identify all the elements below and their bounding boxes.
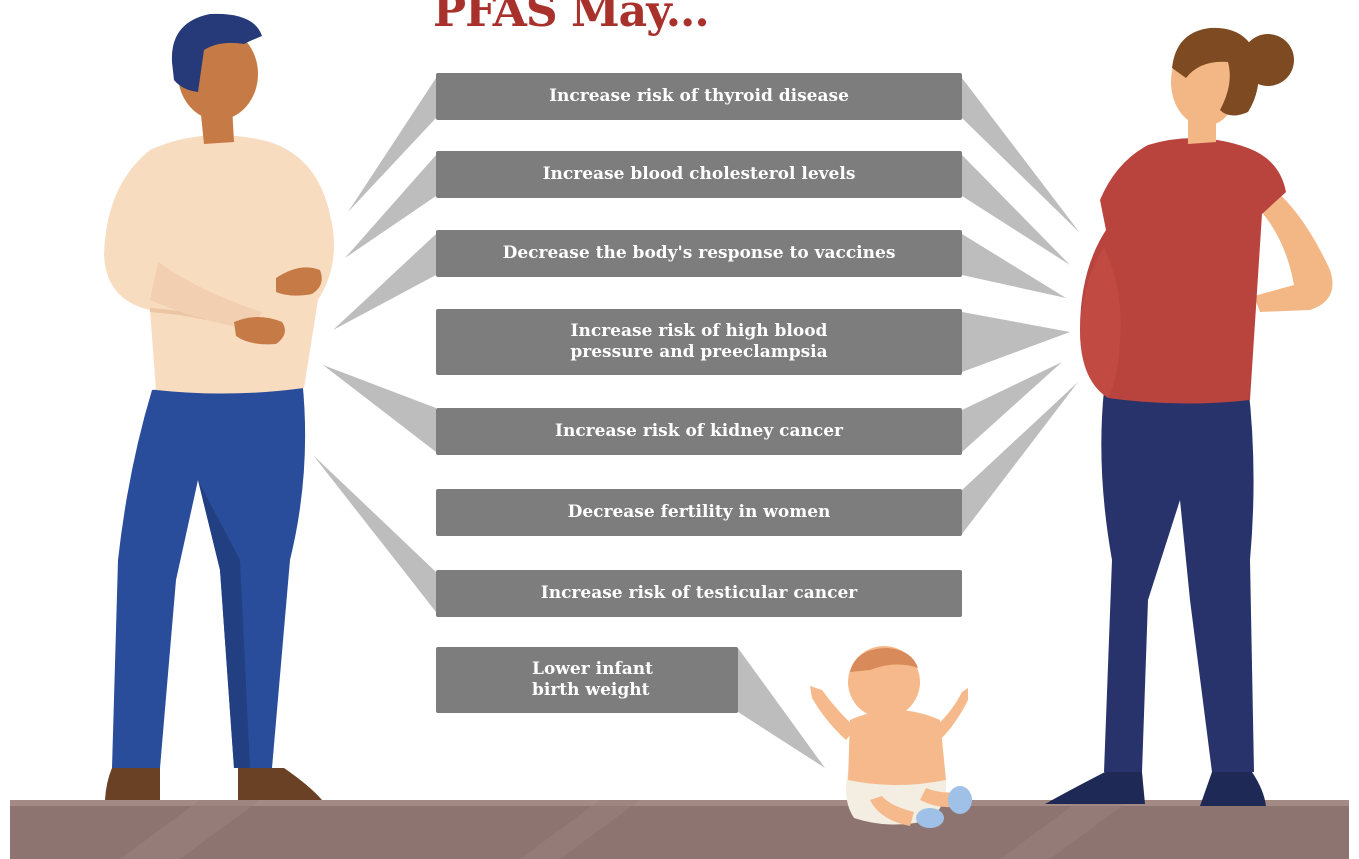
wedge-right-1: [962, 78, 1080, 233]
wedge-right-3: [962, 234, 1066, 298]
wedge-left-5: [323, 365, 436, 452]
effect-vaccine-response: Decrease the body's response to vaccines: [436, 230, 962, 277]
floor: [10, 800, 1349, 859]
wedge-left-1: [348, 78, 436, 212]
effect-birth-weight: Lower infant birth weight: [436, 647, 738, 713]
wedge-baby: [738, 648, 825, 768]
man-figure: [104, 13, 334, 800]
effect-fertility-women: Decrease fertility in women: [436, 489, 962, 536]
effect-kidney-cancer: Increase risk of kidney cancer: [436, 408, 962, 455]
pointer-wedges: [313, 78, 1080, 768]
page-title: PFAS May...: [433, 0, 710, 37]
wedge-right-2: [962, 155, 1070, 265]
effect-blood-cholesterol: Increase blood cholesterol levels: [436, 151, 962, 198]
effect-blood-pressure-preeclampsia: Increase risk of high blood pressure and…: [436, 309, 962, 375]
wedge-left-3: [333, 234, 436, 330]
wedge-right-4: [962, 312, 1070, 372]
effect-testicular-cancer: Increase risk of testicular cancer: [436, 570, 962, 617]
wedge-right-6: [962, 382, 1078, 534]
wedge-left-2: [345, 155, 436, 258]
woman-figure: [1045, 27, 1333, 806]
baby-figure: [810, 646, 972, 828]
wedge-right-5: [962, 362, 1062, 452]
effect-thyroid-disease: Increase risk of thyroid disease: [436, 73, 962, 120]
wedge-left-7: [313, 455, 436, 612]
